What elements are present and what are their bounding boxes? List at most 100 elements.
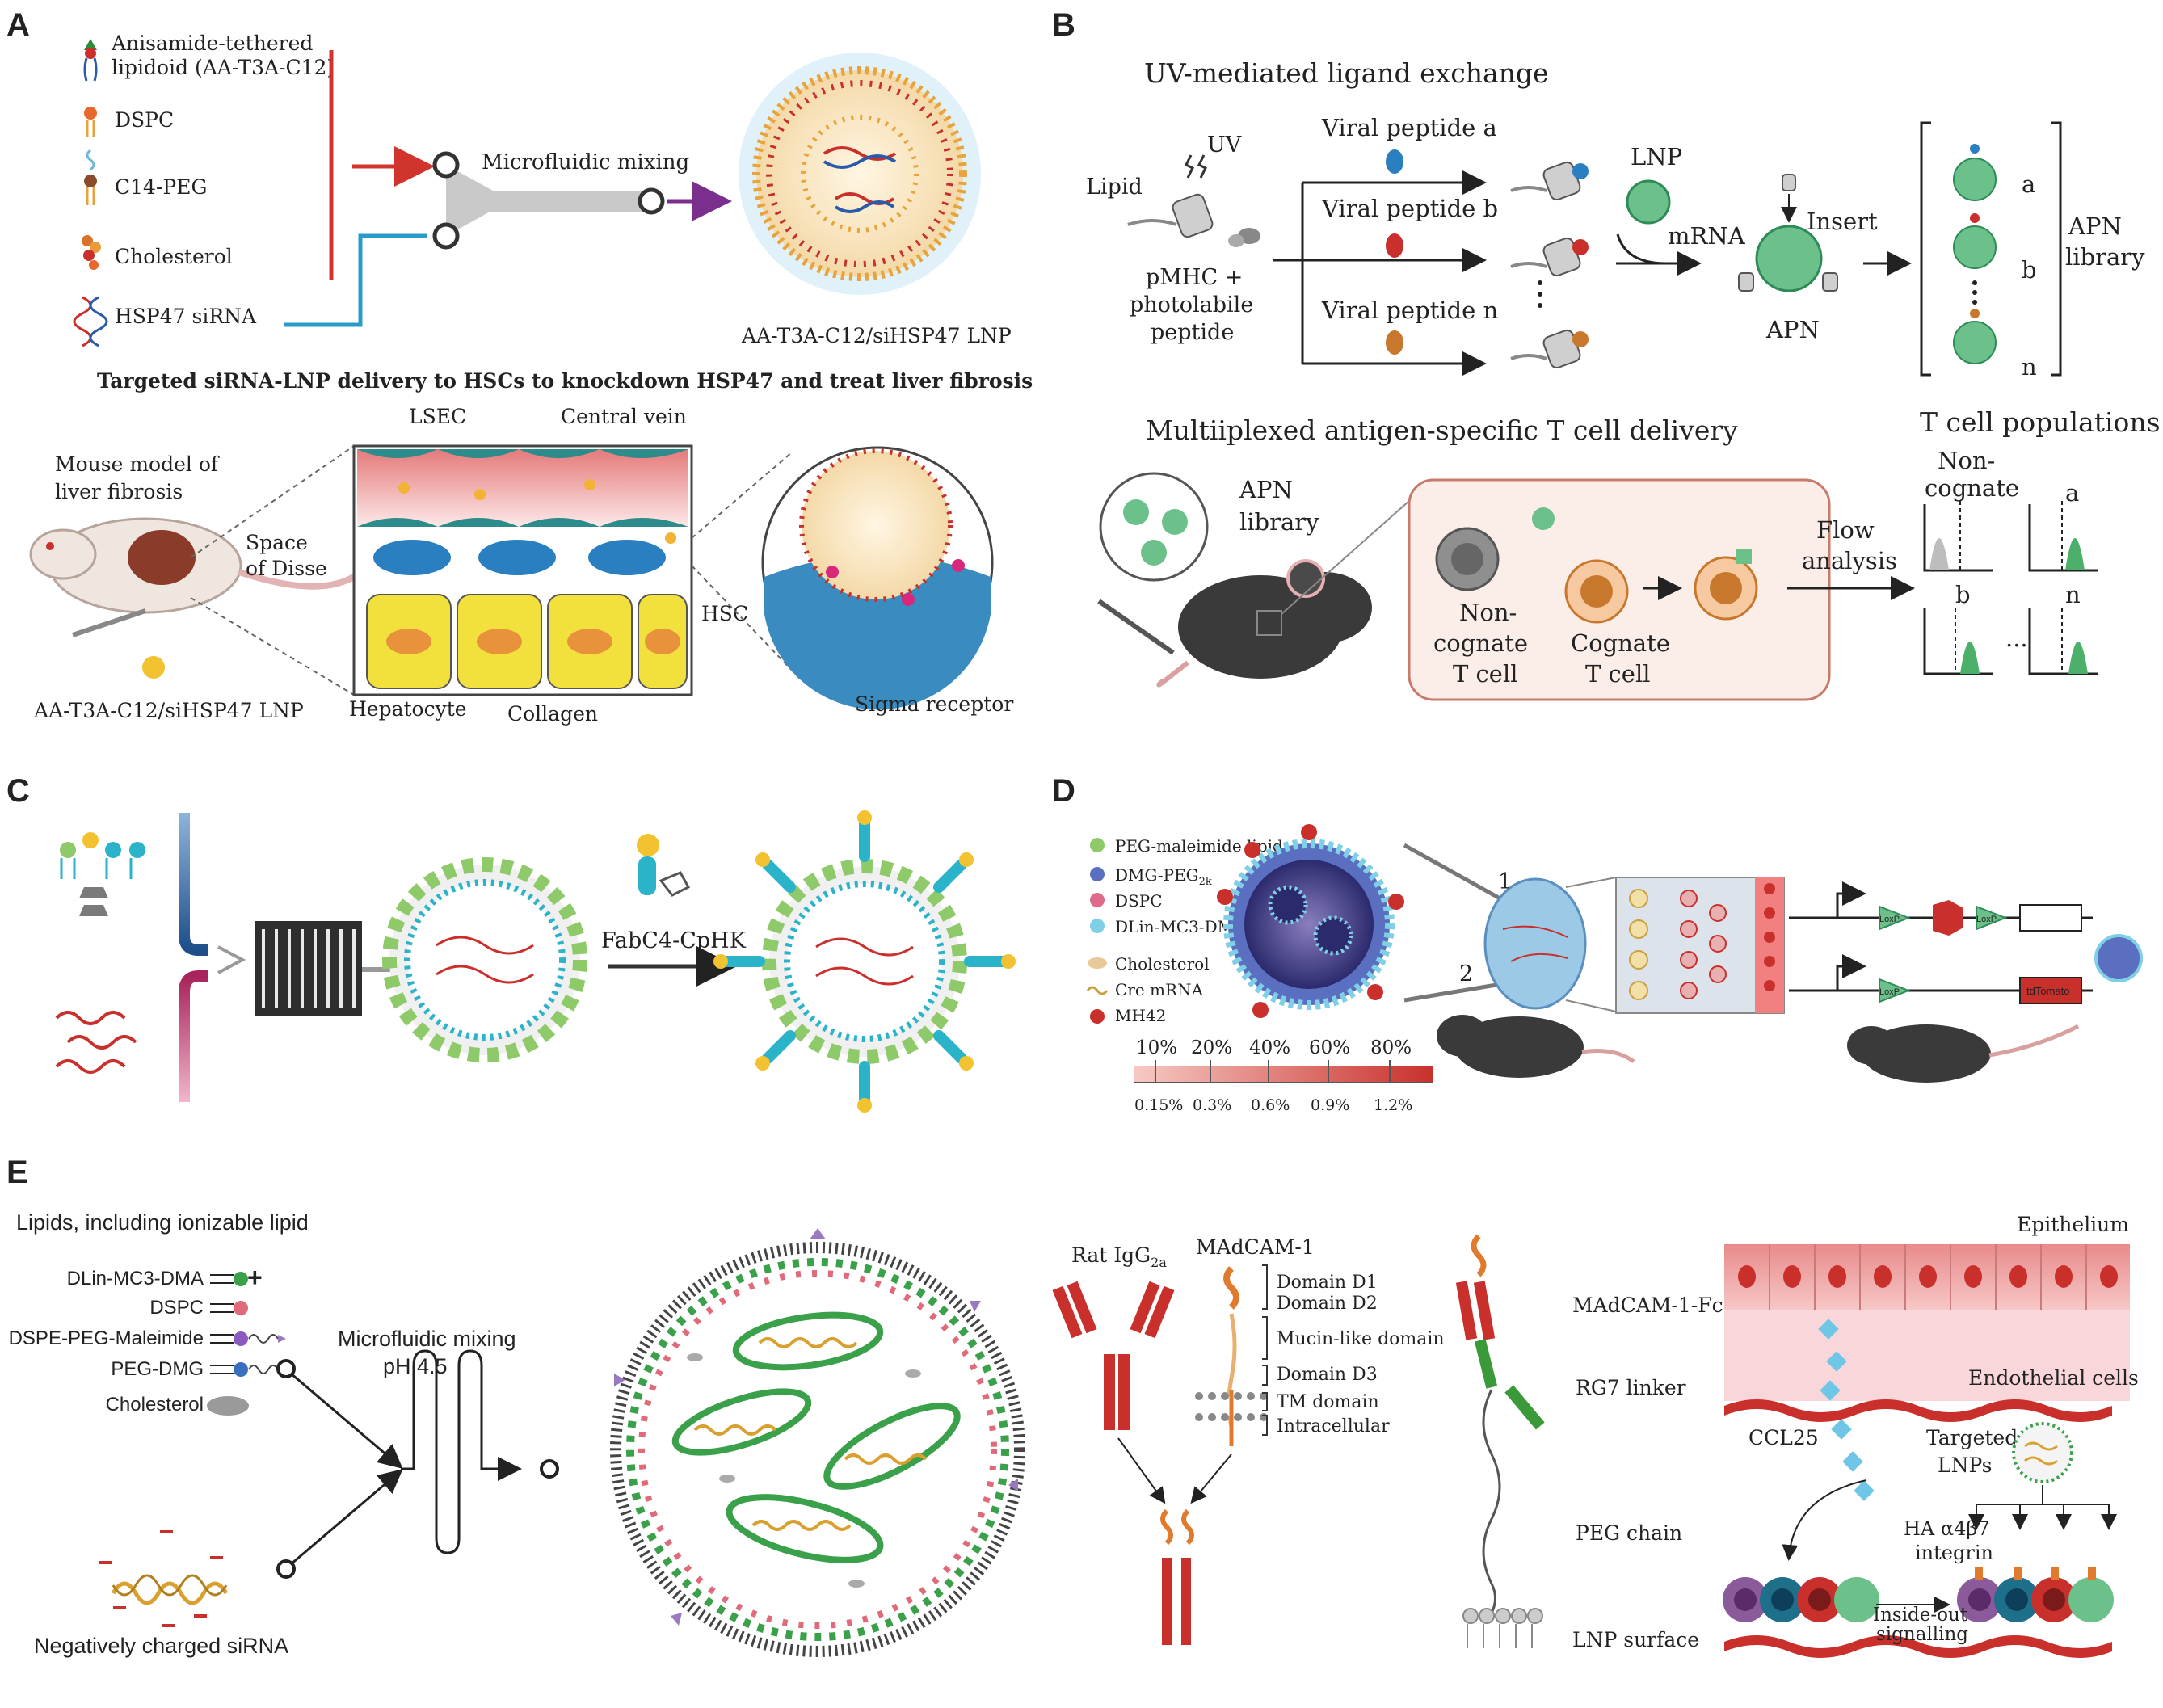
lipidoid-label-2: lipidoid (AA-T3A-C12) <box>112 56 335 79</box>
lipid-cholesterol: Cholesterol <box>106 1394 204 1416</box>
pct-top-3: 40% <box>1249 1037 1290 1058</box>
gut-tissue <box>1724 1244 2130 1658</box>
mouse-label-1: Mouse model of <box>55 452 220 476</box>
legend-icons-d <box>1086 838 1109 1024</box>
apn-label: APN <box>1765 316 1820 343</box>
mouse-illustration-d2 <box>1847 1024 2080 1083</box>
eye-injection <box>1403 843 1587 1010</box>
integrin-label-1: HA α4β7 <box>1904 1517 1990 1540</box>
pct-bottom-5: 1.2% <box>1374 1096 1412 1114</box>
cognate-label-2: T cell <box>1585 660 1651 688</box>
lipid-components-c <box>60 832 145 916</box>
panel-a: A Anisamide-tethered lipidoid (AA-T3A-C1… <box>6 7 1033 726</box>
panel-e-letter: E <box>6 1155 28 1190</box>
pmhc-icon <box>1127 154 1260 247</box>
label-peg-chain: PEG chain <box>1576 1521 1682 1545</box>
mouse-illustration-b <box>1156 559 1372 688</box>
sirna-stream-line <box>284 233 427 327</box>
apn-library2-label-1: APN <box>1239 476 1293 503</box>
apn-particle <box>1738 174 1838 292</box>
lipid-dspc: DSPC <box>149 1297 204 1319</box>
lipid-inlet-c <box>179 813 208 956</box>
panel-b: B UV-mediated ligand exchange Lipid UV p… <box>1052 7 2161 701</box>
loxp-3: LoxP <box>1879 987 1900 997</box>
mixing-label-2: pH 4.5 <box>383 1354 448 1378</box>
dspc-icon <box>84 107 97 137</box>
sirna-label: HSP47 siRNA <box>115 305 257 328</box>
conjugate-chain <box>1455 1234 1545 1648</box>
domain-intracellular: Intracellular <box>1277 1416 1390 1437</box>
retina-section <box>1565 877 1785 1014</box>
cholesterol-icon <box>82 235 101 270</box>
peptide-a-label: Viral peptide a <box>1321 114 1497 141</box>
injection-1: 1 <box>1498 869 1512 894</box>
mixing-label-1: Microfluidic mixing <box>338 1327 516 1351</box>
peptide-n-label: Viral peptide n <box>1321 297 1498 324</box>
label-rg7: RG7 linker <box>1576 1376 1686 1399</box>
lipid-label: Lipid <box>1086 175 1143 200</box>
cognate-label-1: Cognate <box>1571 629 1670 657</box>
lipidoid-icon <box>83 39 98 82</box>
fab-conjugate-label: FabC4-CpHK <box>601 928 747 953</box>
label-madcam-fc: MAdCAM-1-Fc <box>1572 1294 1723 1317</box>
mouse-illustration-a <box>29 517 372 679</box>
pct-bottom-1: 0.15% <box>1134 1096 1183 1114</box>
rna-inlet-c <box>179 970 208 1102</box>
epithelium-label: Epithelium <box>2017 1213 2129 1236</box>
cre-reporter-construct <box>1789 881 2143 1004</box>
pmhc-loaded-set <box>1510 161 1589 369</box>
panel-b-letter: B <box>1052 7 1075 43</box>
domain-tm: TM domain <box>1277 1392 1379 1412</box>
central-vein-label: Central vein <box>561 405 687 428</box>
mouse-illustration-d1 <box>1437 1015 1635 1078</box>
pop-noncognate-1: Non- <box>1938 447 1995 474</box>
pop-letter-b: b <box>1955 581 1971 608</box>
noncognate-label-3: T cell <box>1453 660 1518 688</box>
apn-library2-label-2: library <box>1239 508 1319 536</box>
lipid-icons-e <box>207 1272 286 1416</box>
space-disse-label-2: of Disse <box>246 557 327 580</box>
fab-conjugate-icon <box>637 834 691 897</box>
lnp-label-b: LNP <box>1631 143 1682 170</box>
pmhc-label-2: photolabile <box>1130 292 1253 318</box>
legend-dspc: DSPC <box>1115 891 1163 911</box>
liver-section <box>190 444 693 696</box>
rat-igg-sub: 2a <box>1151 1255 1167 1270</box>
panel-b-title-1: UV-mediated ligand exchange <box>1144 57 1549 89</box>
lipid-dlin: DLin-MC3-DMA <box>67 1268 204 1289</box>
noncognate-label-2: cognate <box>1433 629 1528 657</box>
microfluidic-e <box>276 1349 559 1579</box>
pop-letter-a: a <box>2065 479 2079 507</box>
bottom-lnp-label: AA-T3A-C12/siHSP47 LNP <box>33 699 304 722</box>
apn-library-bracket <box>1920 121 2062 377</box>
peptide-b-label: Viral peptide b <box>1321 195 1498 222</box>
fusion-arrow-left <box>1117 1437 1166 1504</box>
lipids-title: Lipids, including ionizable lipid <box>16 1210 309 1235</box>
panel-a-title: Targeted siRNA-LNP delivery to HSCs to k… <box>97 369 1033 393</box>
microfluidic-mixing-label: Microfluidic mixing <box>482 150 689 175</box>
endothelial-label: Endothelial cells <box>1968 1366 2139 1390</box>
vessel-box <box>1281 478 1831 701</box>
pct-bottom-4: 0.9% <box>1311 1096 1349 1114</box>
legend-dmg-peg-main: DMG-PEG <box>1115 865 1199 885</box>
c14-peg-label: C14-PEG <box>115 175 207 199</box>
hsc-label: HSC <box>701 602 748 625</box>
madcam-label: MAdCAM-1 <box>1196 1235 1315 1259</box>
ccl25-label: CCL25 <box>1748 1426 1819 1449</box>
rat-igg-antibody <box>1052 1281 1175 1430</box>
apn-library-label-1: APN <box>2068 212 2122 240</box>
pct-top-1: 10% <box>1136 1037 1177 1058</box>
flow-label-2: analysis <box>1802 547 1897 574</box>
pct-bottom-3: 0.6% <box>1251 1096 1290 1114</box>
apn-library-circle <box>1097 472 1209 655</box>
pct-top-2: 20% <box>1191 1037 1232 1058</box>
populations-title: T cell populations <box>1920 406 2161 438</box>
apn-library-label-2: library <box>2065 243 2145 271</box>
insert-label: Insert <box>1807 208 1878 235</box>
mrna-label: mRNA <box>1668 222 1746 250</box>
rat-igg-label: Rat IgG2a <box>1071 1243 1167 1270</box>
legend-cholesterol: Cholesterol <box>1115 954 1210 974</box>
mouse-label-2: liver fibrosis <box>55 480 183 503</box>
targeted-lnps-label-1: Targeted <box>1926 1426 2018 1449</box>
